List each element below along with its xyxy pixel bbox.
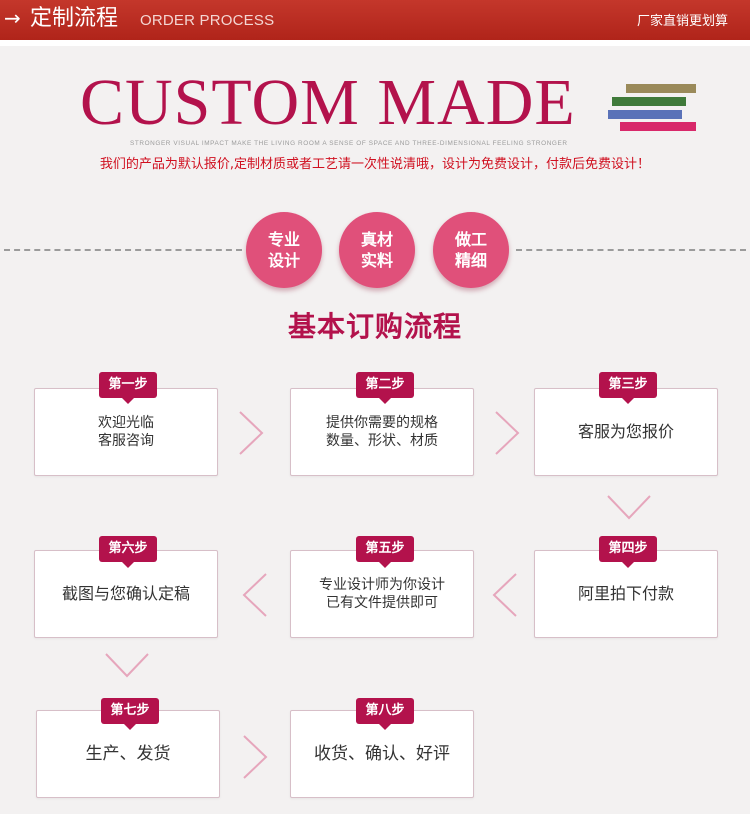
stripes-decoration [608,84,698,136]
step-tag-2: 第二步 [356,372,414,404]
step-tag-5: 第五步 [356,536,414,568]
chevron-down-icon [105,653,149,678]
step-text-line: 截图与您确认定稿 [61,584,190,603]
stripe-1 [626,84,696,93]
stripe-4 [620,122,696,131]
header-bar: → 定制流程 ORDER PROCESS 厂家直销更划算 [0,0,750,40]
header-subtitle: ORDER PROCESS [140,12,275,29]
feature-badge-line: 实料 [360,251,393,270]
step-text-line: 收货、确认、好评 [314,744,450,764]
header-slogan: 厂家直销更划算 [636,14,728,29]
step-tag-8: 第八步 [356,698,414,730]
chevron-right-icon [239,411,264,455]
arrow-right-icon: → [4,6,21,30]
feature-badge-material: 真材 实料 [339,212,415,288]
step-text-line: 生产、发货 [85,744,171,764]
process-section-title: 基本订购流程 [287,310,462,343]
step-text-line: 专业设计师为你设计 [319,577,445,593]
step-text-line: 欢迎光临 [98,415,154,431]
step-tag-1: 第一步 [99,372,157,404]
pricing-notice: 我们的产品为默认报价,定制材质或者工艺请一次性说清哦，设计为免费设计，付款后免费… [99,157,651,172]
step-text-line: 客服为您报价 [577,422,674,441]
feature-badge-line: 真材 [360,230,393,249]
chevron-left-icon [242,573,267,617]
chevron-left-icon [492,573,517,617]
dashed-divider-left [4,249,242,251]
stripe-3 [608,110,682,119]
feature-badge-line: 做工 [454,230,487,249]
feature-badge-craft: 做工 精细 [433,212,509,288]
step-text-line: 阿里拍下付款 [577,584,674,603]
banner-tagline: STRONGER VISUAL IMPACT MAKE THE LIVING R… [130,140,568,147]
step-text-line: 已有文件提供即可 [326,595,438,611]
step-text-line: 客服咨询 [98,433,154,449]
step-card-6: 截图与您确认定稿 [34,550,218,638]
step-tag-4: 第四步 [599,536,657,568]
feature-badge-line: 设计 [267,251,300,270]
step-tag-6: 第六步 [99,536,157,568]
step-tag-7: 第七步 [101,698,159,730]
dashed-divider-right [516,249,746,251]
chevron-right-icon [495,411,520,455]
feature-badge-line: 精细 [454,251,487,270]
feature-badge-design: 专业 设计 [246,212,322,288]
step-text-line: 数量、形状、材质 [326,433,438,449]
custom-made-title: CUSTOM MADE [80,66,576,139]
step-text-line: 提供你需要的规格 [326,415,438,431]
header-title: 定制流程 [30,6,119,31]
stripe-2 [612,97,686,106]
step-tag-3: 第三步 [599,372,657,404]
chevron-right-icon [243,735,268,779]
feature-badge-line: 专业 [267,230,300,249]
chevron-down-icon [607,495,651,520]
